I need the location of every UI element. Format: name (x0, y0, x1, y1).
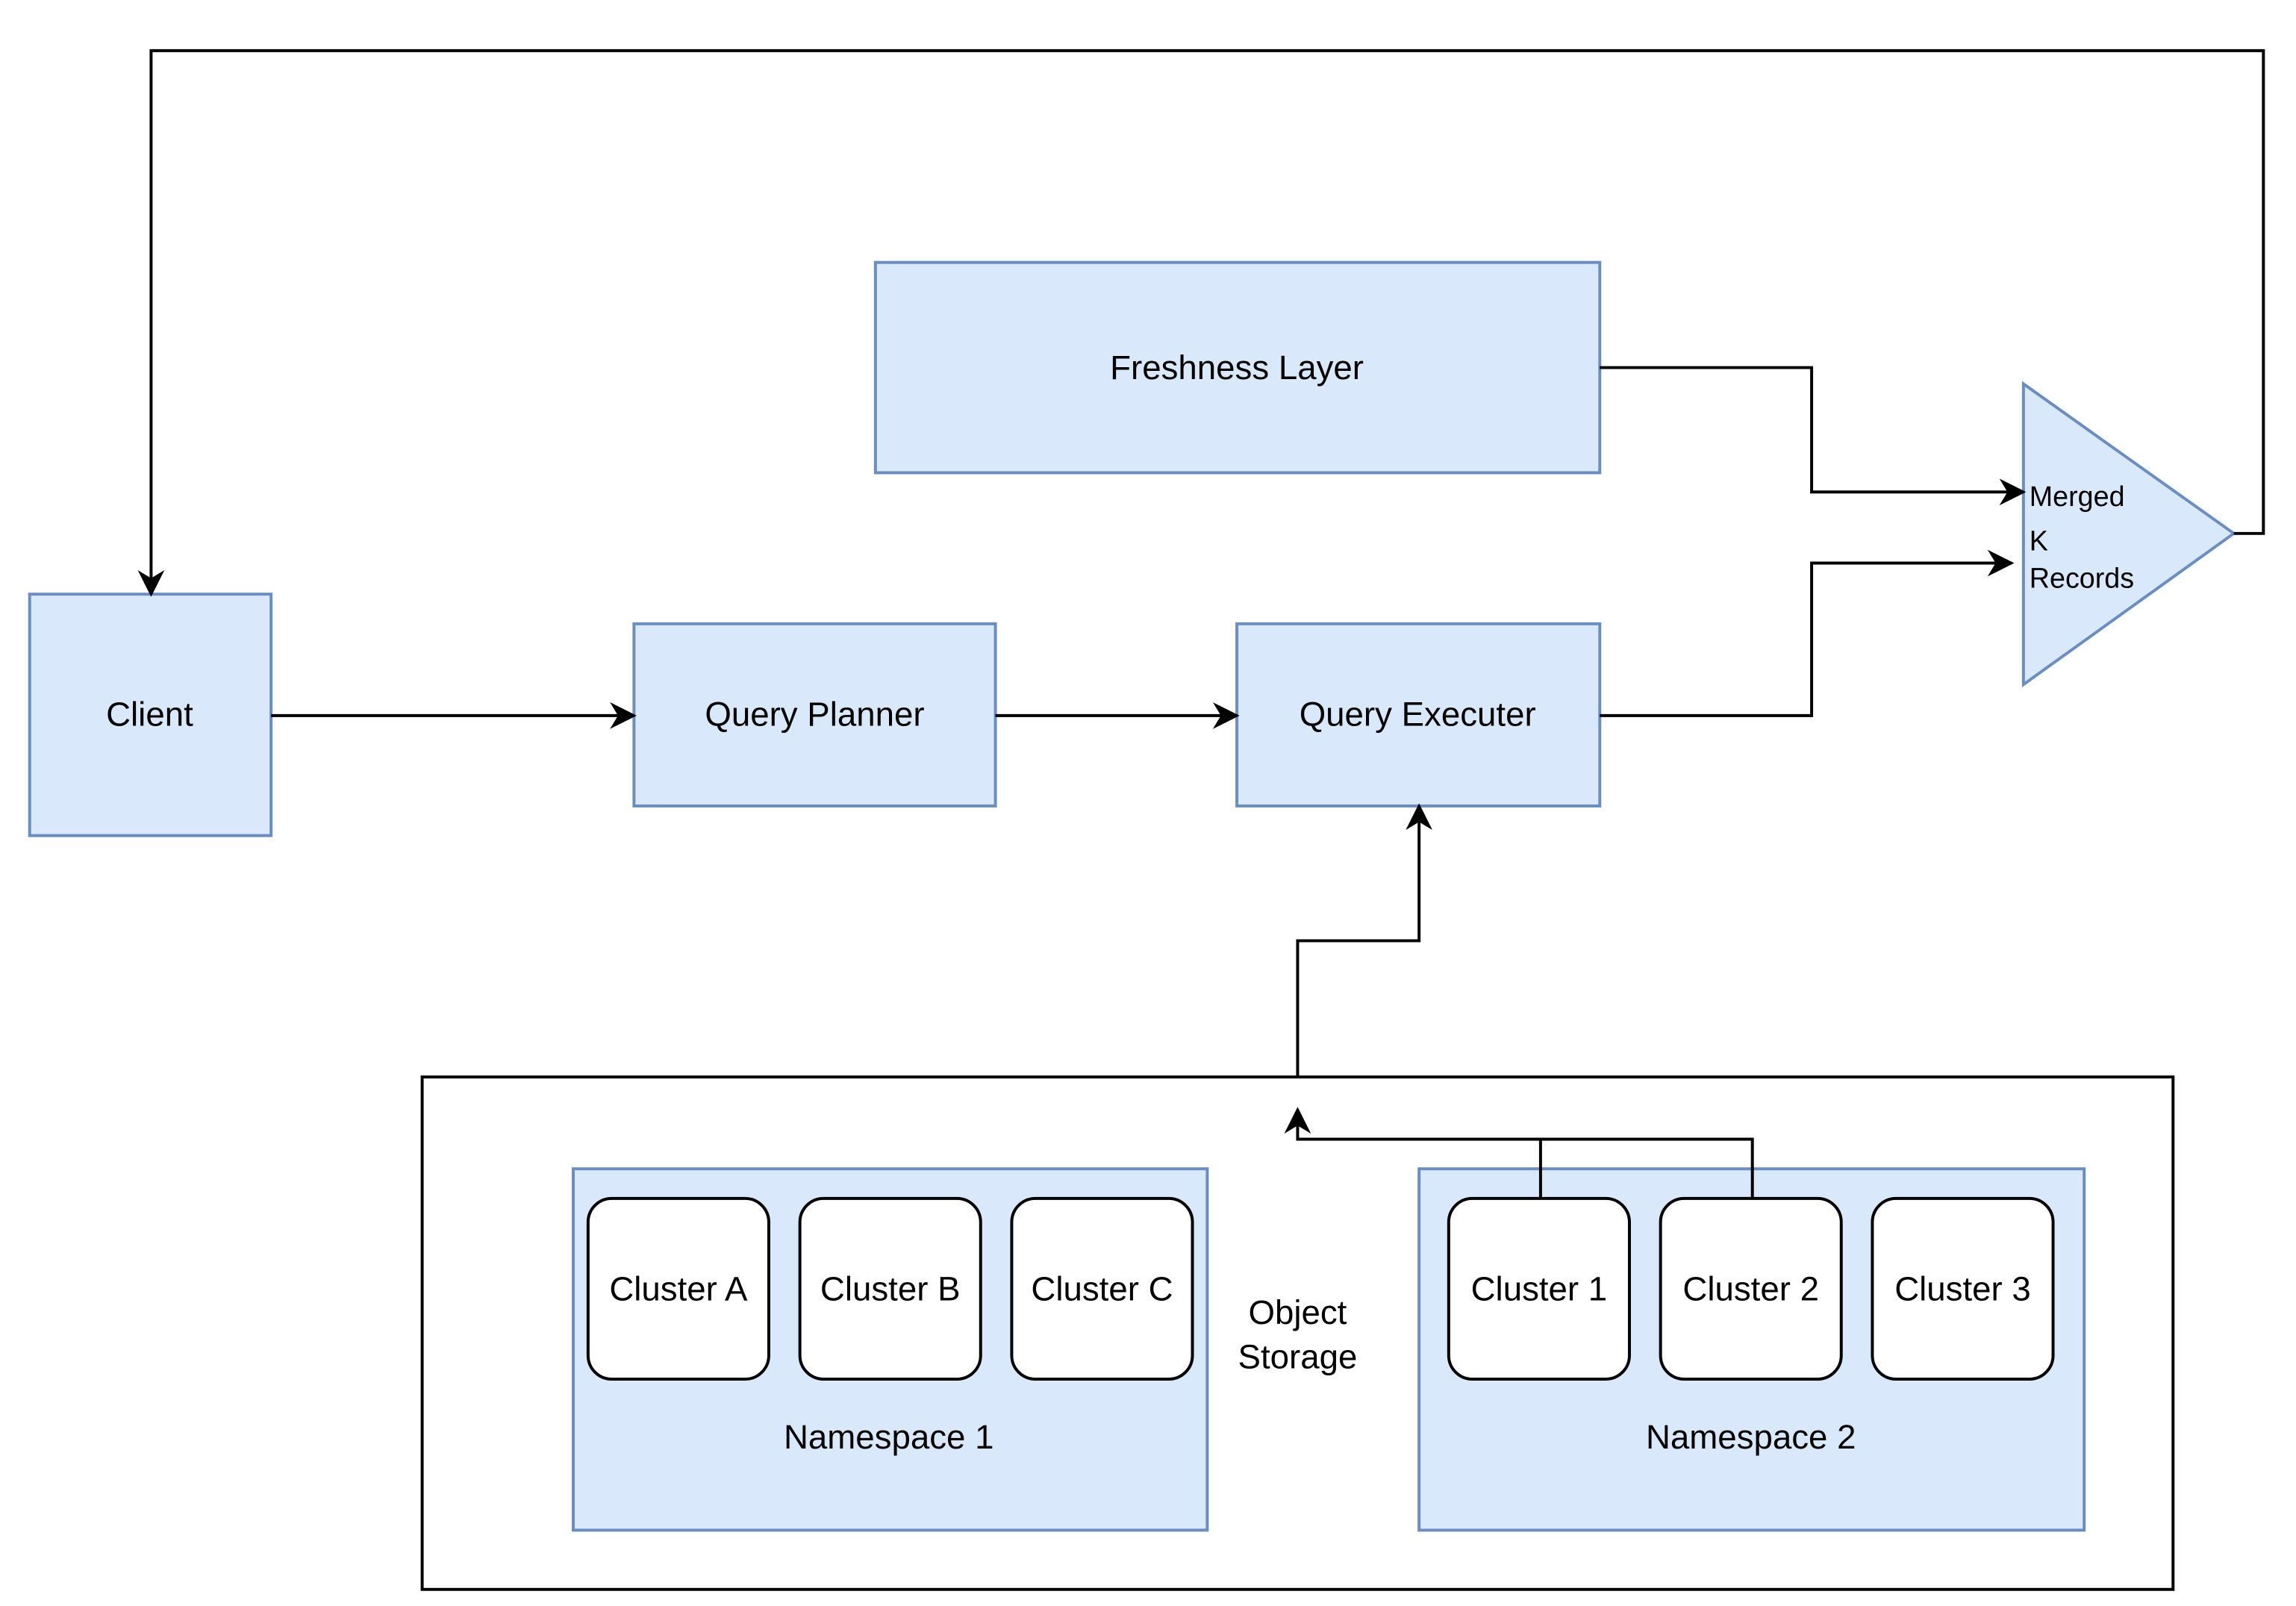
freshness-layer-label: Freshness Layer (1110, 349, 1364, 387)
merged-label-line-3: Records (2030, 562, 2134, 593)
merged-label-line-2: K (2030, 525, 2048, 557)
cluster-b-box (798, 1196, 982, 1381)
client-box (28, 593, 273, 837)
cluster-a-label: Cluster A (609, 1269, 748, 1307)
edge-storage-to-executer (1296, 803, 1433, 1078)
cluster-1-label: Cluster 1 (1471, 1269, 1608, 1307)
edge-merge-to-client (137, 49, 2265, 597)
query-executer-box (1235, 622, 1602, 807)
namespace-2-label: Namespace 2 (1646, 1418, 1856, 1456)
cluster-c-box (1010, 1196, 1194, 1381)
cluster-a-box (586, 1196, 770, 1381)
namespace-1-label: Namespace 1 (784, 1418, 994, 1456)
query-executer-label: Query Executer (1300, 695, 1536, 733)
cluster-3-box (1871, 1196, 2055, 1381)
object-storage-label-line-1: Object (1248, 1293, 1347, 1331)
merged-k-records-triangle (2021, 381, 2237, 688)
edge-cluster-1-to-storage (1284, 1107, 1542, 1199)
cluster-c-label: Cluster C (1031, 1269, 1173, 1307)
merged-label-line-1: Merged (2030, 481, 2125, 512)
edge-executer-to-merge (1600, 549, 2015, 717)
edge-freshness-to-merge (1600, 366, 2027, 506)
freshness-layer-box (873, 260, 1602, 475)
cluster-b-label: Cluster B (820, 1269, 961, 1307)
cluster-3-label: Cluster 3 (1894, 1269, 2031, 1307)
client-label: Client (106, 695, 193, 733)
cluster-2-label: Cluster 2 (1682, 1269, 1819, 1307)
query-planner-label: Query Planner (705, 695, 924, 733)
edge-cluster-2-to-storage (1540, 1137, 1754, 1199)
object-storage-label-line-2: Storage (1238, 1338, 1358, 1376)
